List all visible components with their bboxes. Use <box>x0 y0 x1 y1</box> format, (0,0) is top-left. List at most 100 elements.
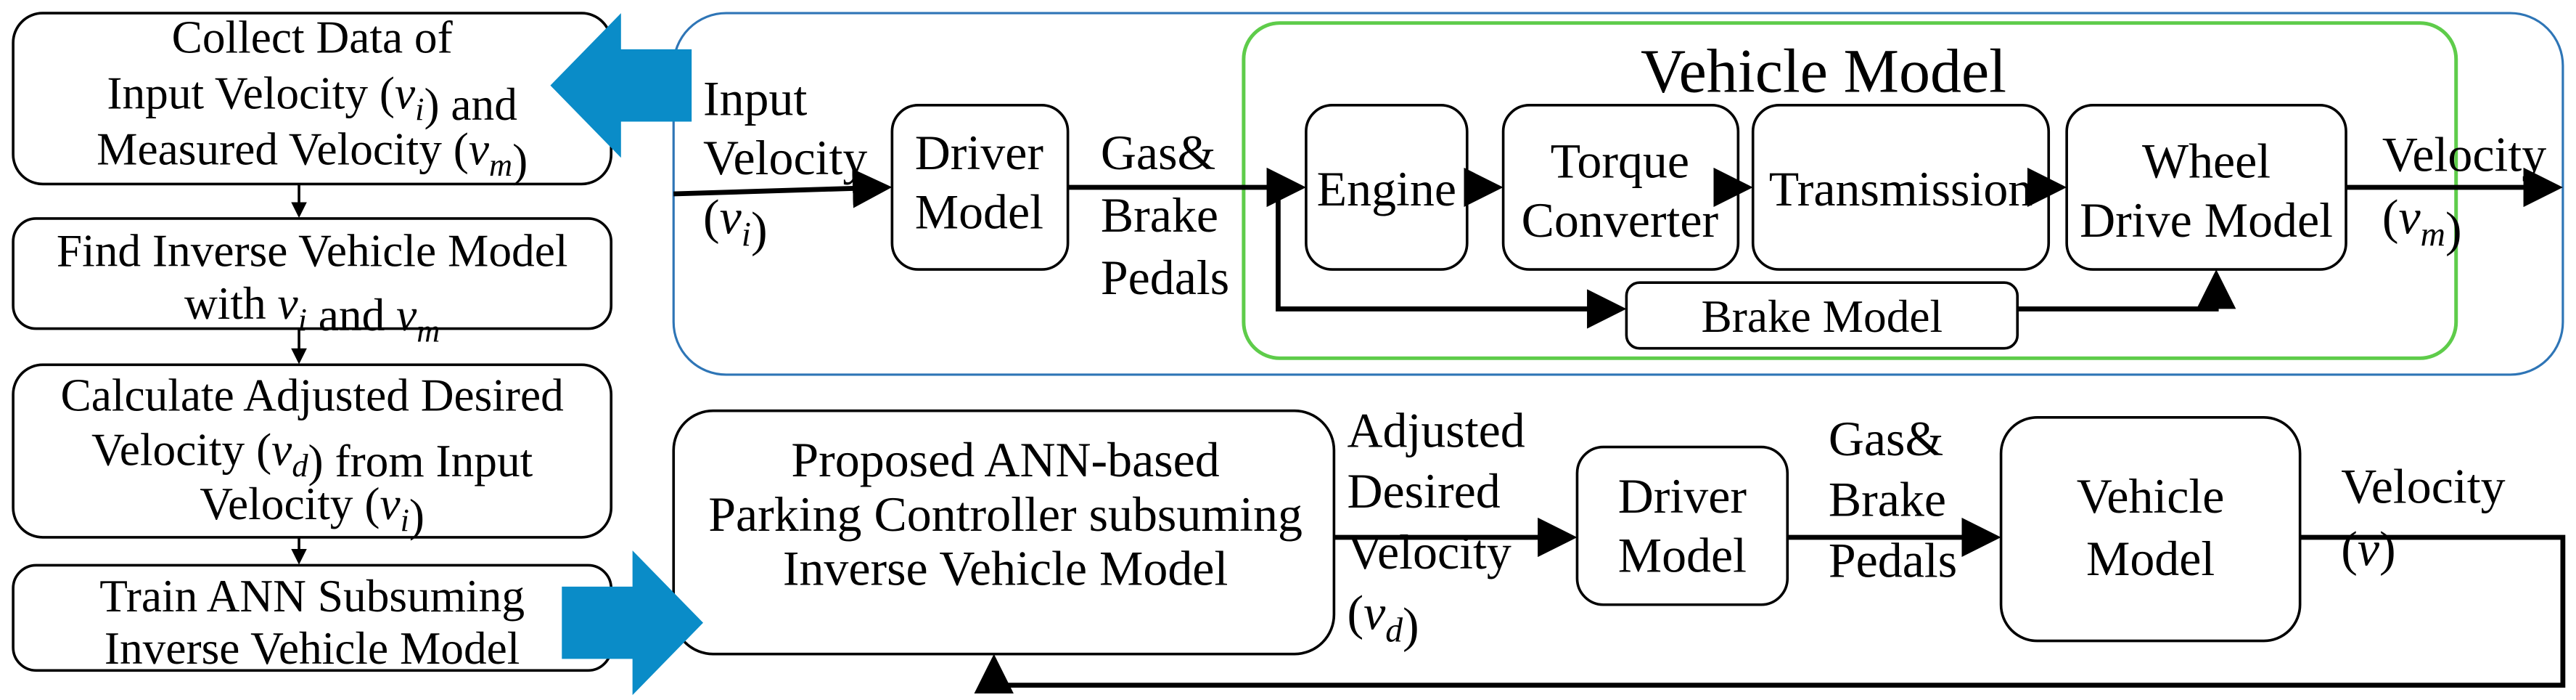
label-text: Velocity <box>1348 524 1511 579</box>
math-subscript: i <box>415 91 424 127</box>
label-text: Driver <box>915 125 1044 180</box>
step-find-label: with vi and vm <box>184 278 440 349</box>
input-velocity-arrow <box>673 168 893 208</box>
math-subscript: m <box>2421 216 2445 253</box>
driver-model-bottom-label: Driver <box>1618 468 1747 524</box>
measured-velocity-label: (vm) <box>2382 189 2462 256</box>
measured-velocity-label: Velocity <box>2382 126 2546 182</box>
label-text: Pedals <box>1829 532 1957 587</box>
pedals-bottom-label: Brake <box>1829 472 1946 527</box>
output-velocity-label: Velocity <box>2341 458 2505 513</box>
step-find-box <box>12 217 613 330</box>
label-text: Desired <box>1348 463 1501 518</box>
pedals-top-label: Pedals <box>1101 250 1229 305</box>
label-text: ) <box>2445 201 2462 256</box>
label-text: Parking Controller subsuming <box>708 487 1303 542</box>
wheel-drive-model-label: Drive Model <box>2080 192 2333 248</box>
step-calc-box <box>12 363 613 539</box>
label-text: Gas& <box>1101 125 1215 180</box>
label-text: Measured Velocity ( <box>97 123 469 174</box>
label-text: Velocity <box>2341 458 2505 513</box>
label-text: Gas& <box>1829 411 1943 466</box>
label-text: Wheel <box>2142 133 2271 188</box>
label-text: ( <box>703 189 720 244</box>
label-text: Collect Data of <box>172 12 454 62</box>
label-text: ( <box>2341 521 2358 576</box>
label-text: Velocity <box>703 130 867 185</box>
label-text: Adjusted <box>1348 403 1525 458</box>
pedals-to-brake-arrow <box>1276 187 1627 329</box>
label-text: Brake <box>1829 472 1946 527</box>
label-text: ) <box>2379 521 2396 576</box>
math-variable: v <box>396 290 417 341</box>
step-calc-label: Velocity (vi) <box>200 479 424 541</box>
step-collect-label: Collect Data of <box>172 12 454 62</box>
adjusted-velocity-label: Velocity <box>1348 524 1511 579</box>
label-text: Model <box>1618 528 1747 583</box>
step-collect-label: Input Velocity (vi) and <box>107 68 517 130</box>
vehicle-model-bottom-label: Vehicle <box>2077 468 2225 524</box>
input-velocity-label: (vi) <box>703 189 768 256</box>
math-variable: v <box>271 424 292 475</box>
label-text: Input <box>703 70 807 126</box>
label-text: Brake Model <box>1701 291 1943 342</box>
label-text: Velocity <box>2382 126 2546 182</box>
math-subscript: i <box>401 502 409 538</box>
math-variable: v <box>395 68 416 118</box>
label-text: Inverse Vehicle Model <box>783 541 1228 596</box>
input-velocity-label: Velocity <box>703 130 867 185</box>
math-variable: v <box>277 278 298 329</box>
wheel-drive-model-label: Wheel <box>2142 133 2271 188</box>
math-variable: v <box>2358 521 2380 576</box>
label-text: Find Inverse Vehicle Model <box>57 226 568 277</box>
pedals-bottom-label: Gas& <box>1829 411 1943 466</box>
math-subscript: i <box>742 216 751 253</box>
brake-to-wheel-arrow <box>2017 269 2236 312</box>
label-text: Velocity ( <box>200 479 380 529</box>
vehicle-model-box <box>1242 21 2458 360</box>
label-text: Input Velocity ( <box>107 68 395 118</box>
adjusted-velocity-label: Desired <box>1348 463 1501 518</box>
step-collect-label: Measured Velocity (vm) <box>97 123 528 186</box>
adjusted-velocity-label: Adjusted <box>1348 403 1525 458</box>
math-variable: v <box>2398 189 2421 244</box>
label-text: Pedals <box>1101 250 1229 305</box>
vehicle-model-bottom-box <box>1999 415 2302 643</box>
math-subscript: m <box>417 313 440 349</box>
label-text: Driver <box>1618 468 1747 524</box>
step-train-label: Inverse Vehicle Model <box>104 623 520 674</box>
label-text: Drive Model <box>2080 192 2333 248</box>
driver-model-bottom-label: Model <box>1618 528 1747 583</box>
label-text: Engine <box>1317 161 1456 216</box>
label-text: ( <box>2382 189 2399 244</box>
math-subscript: i <box>298 301 307 338</box>
label-text: Brake <box>1101 187 1218 243</box>
brake-model-label: Brake Model <box>1701 291 1943 342</box>
output-velocity-label: (v) <box>2341 521 2395 576</box>
vehicle-model-title-label: Vehicle Model <box>1641 36 2006 106</box>
label-text: Velocity ( <box>91 424 271 475</box>
label-text: Transmission <box>1769 161 2033 216</box>
math-variable: v <box>380 479 401 529</box>
ann-controller-label: Inverse Vehicle Model <box>783 541 1228 596</box>
feedback-velocity-arrow <box>974 534 2566 693</box>
collect-data-arrow-icon <box>550 13 692 158</box>
math-variable: v <box>469 123 490 174</box>
transmission-label: Transmission <box>1769 161 2033 216</box>
engine-label: Engine <box>1317 161 1456 216</box>
label-text: Inverse Vehicle Model <box>104 623 520 674</box>
driver-model-top-label: Model <box>915 184 1043 240</box>
pedals-top-label: Brake <box>1101 187 1218 243</box>
math-variable: v <box>1363 585 1386 640</box>
pedals-top-label: Gas& <box>1101 125 1215 180</box>
label-text: and <box>307 290 396 341</box>
step-find-label: Find Inverse Vehicle Model <box>57 226 568 277</box>
math-variable: v <box>720 189 742 244</box>
label-text: Vehicle <box>2077 468 2225 524</box>
vehicle-model-bottom-label: Model <box>2086 531 2215 586</box>
torque-converter-label: Torque <box>1551 133 1689 188</box>
label-text: with <box>184 278 278 329</box>
input-velocity-label: Input <box>703 70 807 126</box>
torque-converter-label: Converter <box>1522 192 1719 248</box>
